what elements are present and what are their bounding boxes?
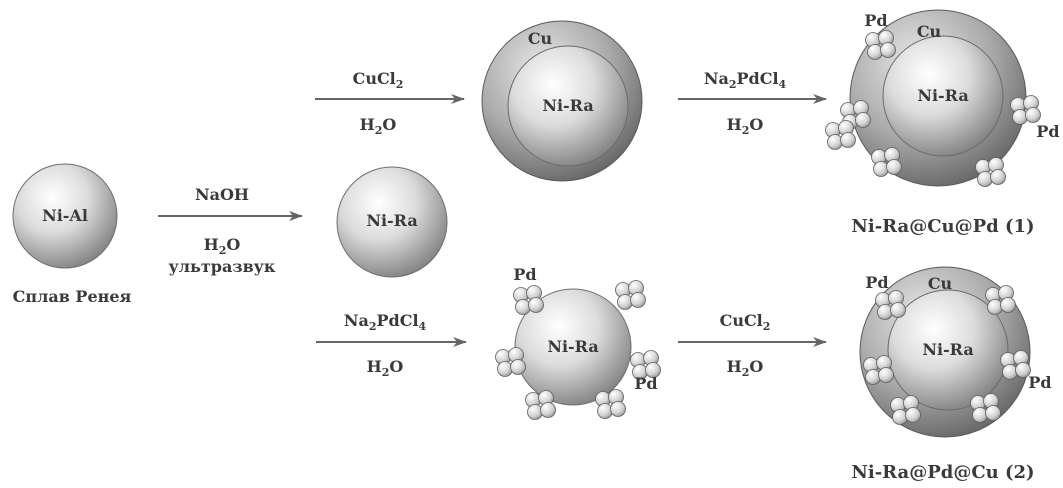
- ni-ra-cu-particle: Ni-Ra Cu: [481, 20, 643, 182]
- pd-label-p1-right: Pd: [1036, 122, 1059, 141]
- cu-label-shell: Cu: [528, 29, 553, 48]
- reagent-naoh: NaOH: [195, 185, 249, 204]
- ni-ra-label-p1: Ni-Ra: [917, 86, 968, 105]
- pd-label-mid-right: Pd: [634, 374, 657, 393]
- pd-clusters-mid: [495, 280, 661, 420]
- pd-ball: [610, 401, 626, 417]
- pd-label-p2-right: Pd: [1028, 373, 1051, 392]
- reagent-cucl2-bottom: CuCl2: [720, 311, 771, 333]
- pd-label-mid-top: Pd: [513, 265, 536, 284]
- pd-ball: [886, 159, 902, 175]
- pd-ball: [972, 407, 988, 423]
- pd-ball: [840, 132, 856, 148]
- reagent-cucl2-top: CuCl2: [353, 69, 404, 91]
- raney-alloy-caption: Сплав Ренея: [13, 287, 132, 306]
- pd-ball: [1000, 297, 1016, 313]
- ni-ra-label-core: Ni-Ra: [542, 96, 593, 115]
- ni-ra-label: Ni-Ra: [366, 211, 417, 230]
- reagent-water-naoh: H2O: [204, 235, 241, 257]
- pd-ball: [867, 44, 883, 60]
- product-1-caption: Ni-Ra@Cu@Pd (1): [851, 216, 1034, 237]
- ni-ra-particle: Ni-Ra: [336, 166, 448, 278]
- pd-ball: [497, 361, 513, 377]
- pd-ball: [878, 367, 894, 383]
- ni-al-particle: Ni-Al: [12, 163, 118, 269]
- pd-ball: [540, 402, 556, 418]
- pd-ball: [645, 362, 661, 378]
- reagent-water-bottom-2: H2O: [727, 357, 764, 379]
- product-1-particle: Ni-Ra Cu Pd Pd: [825, 9, 1060, 187]
- pd-ball: [1025, 107, 1041, 123]
- pd-clusters-p1: [825, 30, 1041, 187]
- pd-ball: [905, 407, 921, 423]
- product-2-caption: Ni-Ra@Pd@Cu (2): [851, 462, 1034, 483]
- product-2-particle: Ni-Ra Cu Pd Pd: [859, 266, 1052, 438]
- ni-ra-pd-particle: Ni-Ra Pd Pd: [495, 265, 661, 420]
- reagent-ultrasound: ультразвук: [169, 257, 276, 276]
- pd-ball: [827, 134, 843, 150]
- pd-ball: [877, 304, 893, 320]
- reagent-na2pdcl4-top: Na2PdCl4: [704, 69, 787, 91]
- cu-label-p2: Cu: [928, 274, 953, 293]
- reagent-na2pdcl4-bottom: Na2PdCl4: [344, 311, 427, 333]
- pd-ball: [977, 171, 993, 187]
- ni-ra-label-pd: Ni-Ra: [547, 337, 598, 356]
- reagent-water-top-2: H2O: [727, 115, 764, 137]
- pd-clusters-p2: [863, 285, 1031, 425]
- pd-ball: [510, 359, 526, 375]
- pd-ball: [630, 292, 646, 308]
- pd-ball: [880, 42, 896, 58]
- pd-label-p1-top: Pd: [864, 11, 887, 30]
- cu-label-p1: Cu: [917, 22, 942, 41]
- pd-ball: [528, 297, 544, 313]
- pd-ball: [527, 404, 543, 420]
- pd-ball: [990, 169, 1006, 185]
- pd-ball: [1002, 364, 1018, 380]
- pd-ball: [855, 112, 871, 128]
- pd-ball: [892, 409, 908, 425]
- pd-ball: [865, 369, 881, 385]
- pd-ball: [873, 161, 889, 177]
- pd-ball: [890, 302, 906, 318]
- pd-ball: [1015, 362, 1031, 378]
- pd-ball: [515, 299, 531, 315]
- ni-ra-label-p2: Ni-Ra: [922, 340, 973, 359]
- ni-al-label: Ni-Al: [42, 206, 88, 225]
- pd-ball: [985, 405, 1001, 421]
- pd-ball: [1012, 109, 1028, 125]
- pd-ball: [617, 294, 633, 310]
- pd-ball: [597, 403, 613, 419]
- reagent-water-top-1: H2O: [360, 115, 397, 137]
- reagent-water-bottom-1: H2O: [367, 357, 404, 379]
- pd-label-p2-top: Pd: [865, 273, 888, 292]
- pd-ball: [987, 299, 1003, 315]
